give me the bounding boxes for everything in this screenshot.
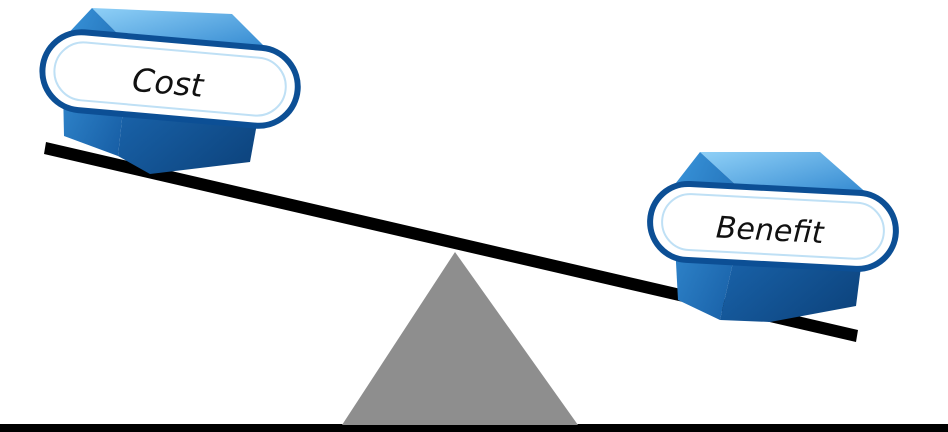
ground-line [0,424,948,432]
cost-label: Cost [131,61,207,105]
cost-block: Cost [39,8,301,174]
benefit-label: Benefit [715,210,826,251]
fulcrum-triangle [342,252,578,425]
benefit-block: Benefit [648,152,898,322]
